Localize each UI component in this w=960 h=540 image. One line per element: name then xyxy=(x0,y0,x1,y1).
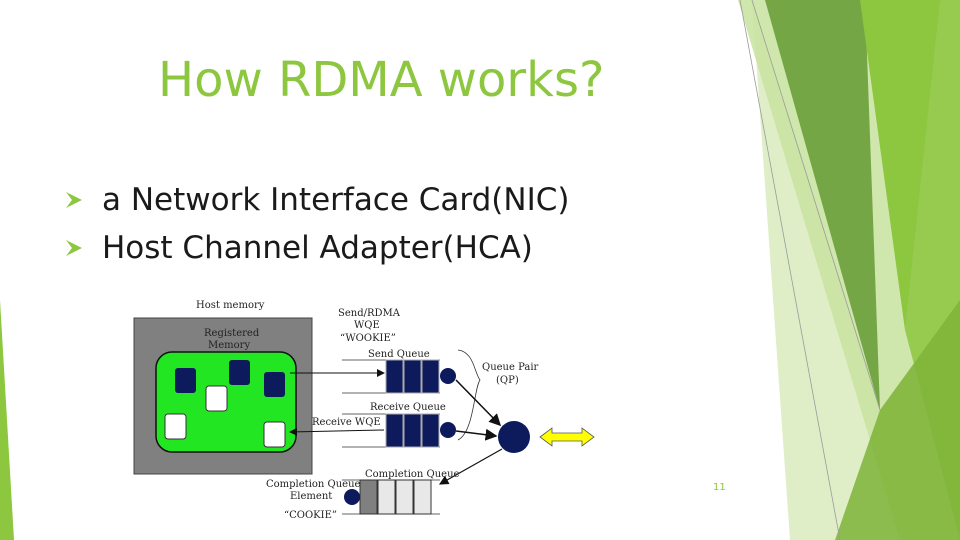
queue-pair-label: (QP) xyxy=(496,375,519,386)
registered-memory-label: Registered xyxy=(204,328,260,339)
bullet-item: a Network Interface Card(NIC) xyxy=(64,176,569,224)
network-link-arrow xyxy=(539,427,595,447)
send-wqe-label: “WOOKIE” xyxy=(340,333,396,344)
host-memory-label: Host memory xyxy=(196,300,265,311)
page-number: 11 xyxy=(713,482,726,493)
send-wqe-label: Send/RDMA xyxy=(338,308,401,319)
queue-pair-label: Queue Pair xyxy=(482,362,539,373)
completion-element-label: Completion Queue xyxy=(266,479,361,490)
bullet-list: a Network Interface Card(NIC) Host Chann… xyxy=(64,176,569,272)
receive-queue xyxy=(385,413,440,448)
registered-memory-label: Memory xyxy=(208,340,250,351)
send-queue-port xyxy=(440,368,456,384)
completion-element-label: Element xyxy=(290,491,332,502)
cookie-label: “COOKIE” xyxy=(284,510,337,521)
hca-node xyxy=(498,421,530,453)
slide-title: How RDMA works? xyxy=(158,52,605,108)
bullet-text: Host Channel Adapter(HCA) xyxy=(102,230,533,266)
send-queue xyxy=(385,359,440,394)
memory-buffer xyxy=(175,368,196,393)
green-diamond-arrow-icon xyxy=(66,240,82,256)
green-diamond-arrow-icon xyxy=(66,192,82,208)
completion-queue-port xyxy=(344,489,360,505)
completion-queue-label: Completion Queue xyxy=(365,469,460,480)
send-queue-label: Send Queue xyxy=(368,349,430,360)
send-wqe-label: WQE xyxy=(354,320,380,331)
bullet-item: Host Channel Adapter(HCA) xyxy=(64,224,569,272)
memory-buffer xyxy=(263,421,286,448)
receive-wqe-label: Receive WQE xyxy=(312,417,381,428)
memory-buffer xyxy=(164,413,187,440)
receive-queue-port xyxy=(440,422,456,438)
memory-buffer xyxy=(264,372,285,397)
memory-buffer xyxy=(229,360,250,385)
completion-queue xyxy=(359,479,432,515)
bullet-text: a Network Interface Card(NIC) xyxy=(102,182,570,218)
memory-buffer xyxy=(205,385,228,412)
receive-queue-label: Receive Queue xyxy=(370,402,446,413)
